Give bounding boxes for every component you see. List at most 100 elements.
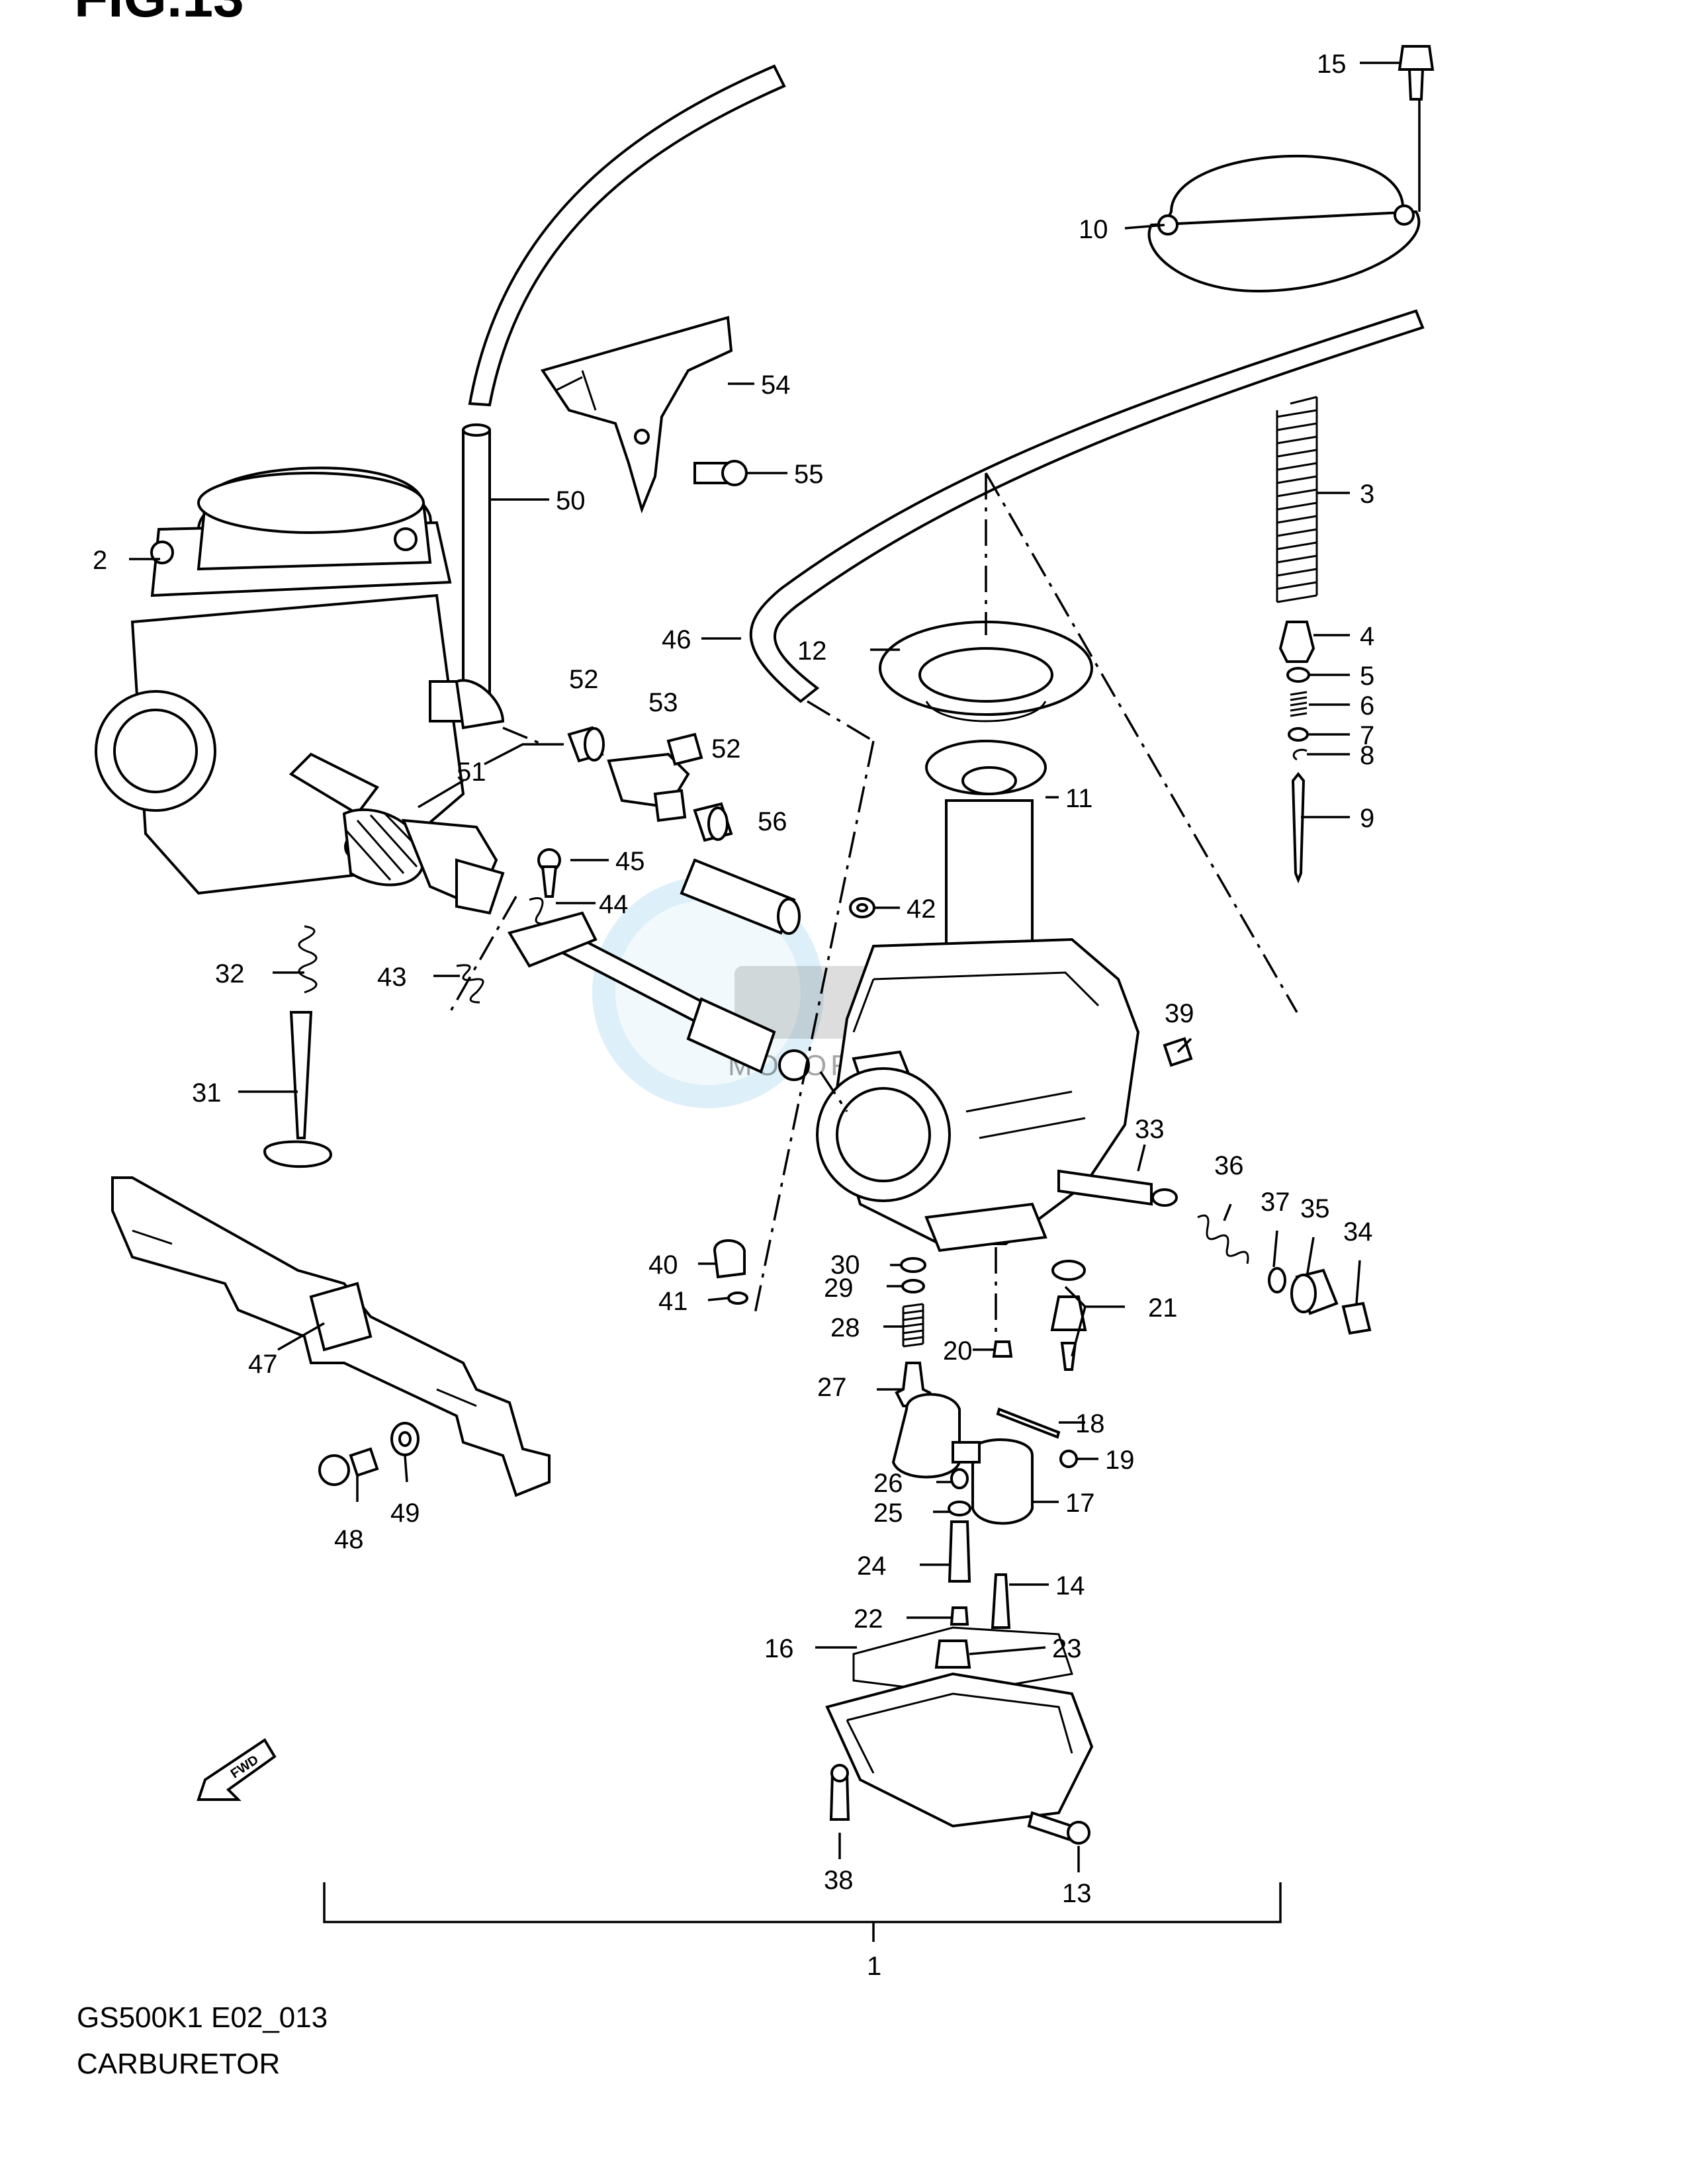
screw-20 [992, 1340, 1013, 1358]
callout-26: 26 [873, 1469, 903, 1498]
leader-lines [129, 62, 1421, 1872]
callout-42: 42 [907, 895, 936, 924]
assembly-name: CARBURETOR [77, 2048, 281, 2080]
callout-10: 10 [1079, 215, 1108, 244]
washer-30 [900, 1257, 926, 1273]
screw-48 [318, 1447, 379, 1486]
clip-8 [1292, 748, 1308, 761]
callout-35: 35 [1300, 1194, 1330, 1223]
callout-3: 3 [1360, 480, 1374, 509]
figure-title: FIG.13 [74, 0, 244, 30]
washer-7 [1288, 727, 1309, 742]
callout-16: 16 [764, 1634, 794, 1663]
spring-36 [1197, 1214, 1249, 1264]
callout-5: 5 [1360, 662, 1374, 691]
callout-9: 9 [1360, 804, 1374, 833]
screw-45 [537, 848, 561, 898]
callout-52-lower: 52 [711, 734, 741, 764]
callout-6: 6 [1360, 691, 1374, 721]
callout-18: 18 [1075, 1409, 1105, 1438]
callout-17: 17 [1065, 1489, 1095, 1518]
callout-55: 55 [794, 460, 824, 489]
callout-11: 11 [1065, 784, 1093, 813]
washer-5 [1286, 667, 1310, 683]
callout-50: 50 [556, 486, 586, 515]
bolt-2 [150, 527, 418, 564]
callout-33: 33 [1135, 1115, 1165, 1144]
bracket-54 [540, 316, 733, 514]
callout-37: 37 [1261, 1188, 1290, 1217]
callout-44: 44 [599, 890, 629, 919]
callout-14: 14 [1055, 1571, 1085, 1600]
callout-41: 41 [658, 1287, 688, 1316]
spring-6 [1290, 691, 1308, 717]
callout-24: 24 [857, 1551, 887, 1581]
bracket-47 [111, 1176, 551, 1497]
callout-2: 2 [93, 546, 107, 575]
callout-36: 36 [1214, 1151, 1244, 1180]
jet-22 [950, 1606, 969, 1626]
callout-51: 51 [457, 758, 486, 787]
needle-9 [1291, 771, 1306, 884]
float-17 [891, 1393, 1034, 1525]
piston-11 [925, 740, 1047, 963]
callout-52-upper: 52 [569, 665, 599, 694]
callout-53: 53 [648, 688, 678, 717]
callout-19: 19 [1105, 1446, 1135, 1475]
callout-30: 30 [830, 1250, 860, 1280]
callout-28: 28 [830, 1313, 860, 1342]
valve-21 [1050, 1295, 1087, 1371]
callout-27: 27 [817, 1373, 847, 1402]
fitting-52-upper [567, 726, 605, 763]
callout-46: 46 [662, 625, 691, 654]
callout-31: 31 [192, 1078, 222, 1108]
callout-4: 4 [1360, 622, 1374, 651]
oring-21 [1051, 1260, 1086, 1281]
callout-20: 20 [943, 1336, 973, 1366]
callout-1: 1 [867, 1952, 881, 1981]
gasket-16 [852, 1626, 1073, 1695]
spring-28 [902, 1303, 924, 1348]
jet-14 [991, 1573, 1011, 1629]
callout-39: 39 [1165, 999, 1194, 1028]
cap-40 [713, 1239, 746, 1279]
assembly-bracket-1 [323, 1882, 1282, 1942]
fwd-arrow-icon: FWD [197, 1738, 277, 1801]
callout-38: 38 [824, 1866, 854, 1895]
screw-19 [1059, 1450, 1078, 1468]
spring-32 [298, 925, 318, 994]
jet-26 [950, 1468, 969, 1489]
washer-25 [948, 1501, 971, 1516]
throttle-shaft [560, 931, 810, 1081]
callout-56: 56 [758, 807, 787, 836]
left-carburetor-cap [197, 466, 432, 571]
guide-lines [449, 472, 1298, 1340]
screw-38 [829, 1764, 850, 1821]
bolt-15 [1398, 45, 1435, 101]
callout-54: 54 [761, 371, 791, 400]
washer-42 [849, 897, 875, 918]
callout-21: 21 [1148, 1293, 1178, 1323]
callout-25: 25 [873, 1499, 903, 1528]
callout-34: 34 [1343, 1217, 1373, 1246]
screw-55 [693, 460, 748, 486]
callout-29: 29 [824, 1274, 854, 1303]
callout-12: 12 [797, 636, 827, 666]
float-chamber [825, 1672, 1094, 1828]
spring-3 [1276, 396, 1318, 603]
callout-43: 43 [377, 963, 407, 992]
hose-56 [680, 858, 801, 935]
fitting-52-lower [693, 802, 733, 842]
joint-53 [607, 732, 703, 822]
callout-49: 49 [390, 1499, 420, 1528]
model-code: GS500K1 E02_013 [77, 2001, 328, 2034]
callout-8: 8 [1360, 741, 1374, 770]
callout-labels: 15 10 3 4 5 6 7 8 9 11 12 46 54 55 50 2 … [93, 50, 1374, 1981]
right-carburetor-body [816, 938, 1140, 1252]
spring-43 [456, 964, 484, 1004]
vent-hose [462, 64, 786, 696]
screw-34 [1341, 1301, 1372, 1335]
callout-22: 22 [854, 1604, 883, 1634]
overflow-hose [749, 309, 1425, 703]
callout-47: 47 [248, 1350, 278, 1379]
